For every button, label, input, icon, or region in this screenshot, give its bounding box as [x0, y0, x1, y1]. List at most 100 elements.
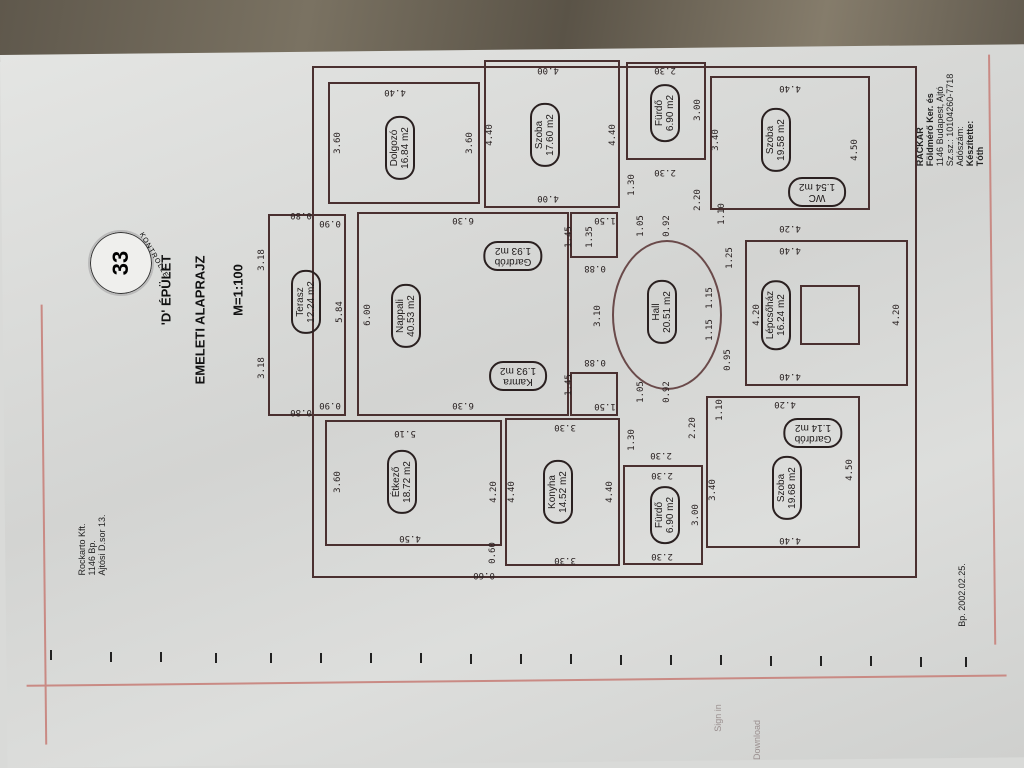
dimension-label: 2.30	[651, 470, 673, 480]
dimension-label: 2.30	[651, 551, 673, 561]
dimension-label: 1.50	[594, 215, 616, 225]
ruler-tick	[520, 654, 522, 664]
room-text: 6.90 m2	[665, 94, 676, 132]
room-nappali	[357, 212, 569, 416]
dimension-label: 4.20	[774, 399, 796, 409]
room-text: Dolgozó	[389, 129, 400, 167]
dimension-label: 1.30	[627, 174, 637, 196]
faint-sign-in: Sign in	[713, 704, 723, 732]
dimension-label: 1.05	[636, 215, 646, 237]
dimension-label: 1.30	[627, 429, 637, 451]
dimension-label: 1.10	[717, 203, 727, 225]
dimension-label: 1.45	[564, 226, 574, 248]
margin-line-right	[988, 54, 997, 645]
dimension-label: 0.95	[723, 349, 733, 371]
ruler-tick	[570, 654, 572, 664]
dimension-label: 3.00	[693, 99, 703, 121]
dimension-label: 2.20	[693, 189, 703, 211]
dimension-label: 0.92	[662, 215, 672, 237]
margin-line-bottom	[26, 674, 1007, 687]
room-gardrob-1	[570, 212, 618, 258]
plan-date: Bp. 2002.02.25.	[957, 563, 967, 627]
dimension-label: 1.10	[715, 399, 725, 421]
ruler-tick	[270, 653, 272, 663]
ruler-tick	[370, 653, 372, 663]
room-text: 1.54 m2	[798, 181, 836, 192]
dimension-label: 4.20	[892, 304, 902, 326]
room-szoba-3	[706, 396, 860, 548]
room-text: 12.24 m2	[306, 281, 317, 323]
dimension-label: 3.18	[257, 249, 267, 271]
dimension-label: 3.60	[333, 132, 343, 154]
dimension-label: 4.50	[850, 139, 860, 161]
dimension-label: 2.30	[654, 65, 676, 75]
ruler-tick	[965, 657, 967, 667]
room-text: 14.52 m2	[558, 471, 569, 513]
room-text: 17.60 m2	[545, 114, 556, 156]
room-text: Szoba	[765, 125, 776, 155]
dimension-label: 0.80	[290, 210, 312, 220]
ruler-tick	[420, 653, 422, 663]
room-furdo-1	[626, 62, 706, 160]
dimension-label: 0.60	[488, 542, 498, 564]
ruler-tick	[110, 652, 112, 662]
ruler-tick	[320, 653, 322, 663]
outer-wall	[312, 66, 917, 578]
room-konyha	[505, 418, 620, 566]
dimension-label: 4.40	[507, 481, 517, 503]
room-szoba-1	[484, 60, 620, 208]
dimension-label: 0.90	[319, 218, 341, 228]
dimension-label: 6.30	[452, 215, 474, 225]
room-text: 40.53 m2	[406, 295, 417, 337]
building-label: 'D' ÉPÜLET	[158, 254, 174, 326]
room-text: 1.14 m2	[794, 422, 832, 433]
room-terasz	[268, 214, 346, 416]
margin-line-left	[40, 304, 48, 745]
dimension-label: 4.40	[779, 371, 801, 381]
dimension-label: 4.40	[384, 87, 406, 97]
room-dolgozo	[328, 82, 480, 204]
dimension-label: 4.50	[845, 459, 855, 481]
dimension-label: 1.05	[636, 381, 646, 403]
dimension-label: 0.60	[473, 570, 495, 580]
dimension-label: 2.20	[688, 417, 698, 439]
dimension-label: 4.20	[489, 481, 499, 503]
dimension-label: 0.92	[662, 381, 672, 403]
room-text: Nappali	[395, 299, 406, 333]
dimension-label: 4.00	[537, 193, 559, 203]
dimension-label: 3.60	[333, 471, 343, 493]
ruler-tick	[820, 656, 822, 666]
room-furdo-2	[623, 465, 703, 565]
dimension-label: 3.40	[711, 129, 721, 151]
ruler-tick	[770, 656, 772, 666]
room-text: 20.51 m2	[662, 291, 673, 333]
room-text: 19.58 m2	[776, 119, 787, 161]
room-text: Gardrób	[794, 433, 832, 444]
room-text: Fürdő	[654, 501, 665, 529]
room-szoba-2	[710, 76, 870, 210]
ruler-tick	[50, 650, 52, 660]
stamp-number: 33	[108, 250, 133, 276]
room-text: 18.72 m2	[402, 461, 413, 503]
dimension-label: 1.15	[705, 287, 715, 309]
dimension-label: 3.60	[465, 132, 475, 154]
dimension-label: 4.40	[779, 83, 801, 93]
dimension-label: 4.40	[608, 124, 618, 146]
room-text: Fürdő	[654, 99, 665, 127]
room-text: Szoba	[776, 473, 787, 503]
room-text: 16.24 m2	[776, 294, 787, 336]
ruler-tick	[870, 656, 872, 666]
dimension-label: 3.00	[691, 504, 701, 526]
